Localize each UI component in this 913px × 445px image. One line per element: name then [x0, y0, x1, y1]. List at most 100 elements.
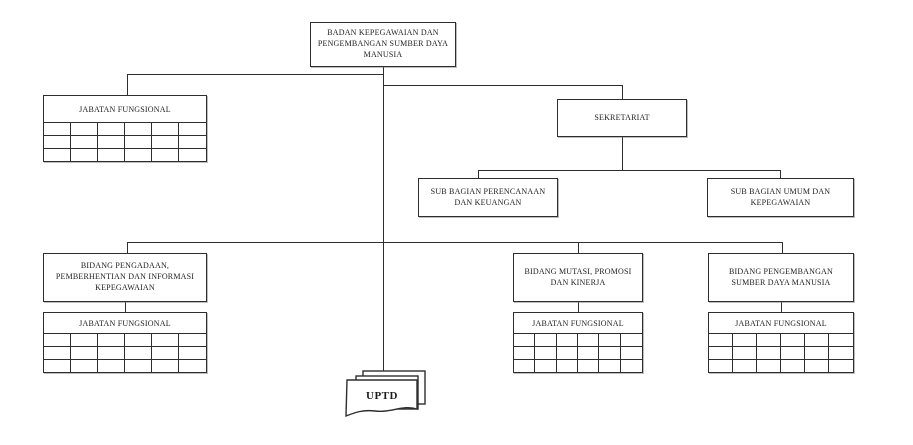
grid-cell [125, 149, 152, 161]
connector-subbagian2-drop [780, 170, 781, 178]
grid-cell [599, 347, 621, 360]
grid-cell [125, 334, 152, 347]
grid-cell [44, 123, 71, 136]
node-label: BIDANG PENGEMBANGAN SUMBER DAYA MANUSIA [728, 266, 834, 287]
grid-cell [71, 360, 98, 372]
grid-cell [781, 360, 805, 372]
connector-bidang-bus [127, 242, 783, 243]
grid-cell [98, 136, 125, 149]
grid-cell [98, 149, 125, 161]
jabatan-grid [514, 334, 642, 372]
jabatan-header: JABATAN FUNGSIONAL [514, 313, 642, 334]
node-bidang-pengadaan: BIDANG PENGADAAN, PEMBERHENTIAN DAN INFO… [43, 253, 207, 302]
connector-bidang3-drop [782, 242, 783, 253]
grid-cell [152, 149, 179, 161]
grid-cell [71, 149, 98, 161]
grid-cell [829, 360, 853, 372]
node-label: SUB BAGIAN PERENCANAAN DAN KEUANGAN [430, 186, 546, 207]
grid-cell [556, 360, 578, 372]
node-sub-bagian-perencanaan: SUB BAGIAN PERENCANAAN DAN KEUANGAN [418, 178, 558, 217]
grid-cell [179, 334, 206, 347]
grid-cell [599, 334, 621, 347]
grid-cell [125, 347, 152, 360]
grid-cell [44, 360, 71, 372]
grid-cell [71, 347, 98, 360]
node-sub-bagian-umum: SUB BAGIAN UMUM DAN KEPEGAWAIAN [707, 178, 854, 217]
grid-cell [805, 334, 829, 347]
node-label: SUB BAGIAN UMUM DAN KEPEGAWAIAN [730, 186, 831, 207]
grid-cell [781, 334, 805, 347]
grid-cell [44, 334, 71, 347]
grid-cell [709, 347, 733, 360]
uptd-label: UPTD [366, 390, 398, 402]
connector-jabatan2-drop [578, 302, 579, 312]
grid-cell [535, 347, 557, 360]
node-label: BADAN KEPEGAWAIAN DAN PENGEMBANGAN SUMBE… [317, 28, 449, 59]
grid-cell [514, 360, 536, 372]
grid-cell [620, 347, 642, 360]
grid-cell [152, 334, 179, 347]
jabatan-grid [44, 334, 206, 372]
grid-cell [578, 360, 600, 372]
grid-cell [179, 149, 206, 161]
node-label: JABATAN FUNGSIONAL [79, 104, 171, 114]
jabatan-header: JABATAN FUNGSIONAL [709, 313, 853, 334]
node-label: BIDANG PENGADAAN, PEMBERHENTIAN DAN INFO… [55, 261, 195, 292]
connector-root-to-sekretariat [383, 85, 622, 86]
grid-cell [599, 360, 621, 372]
connector-root-spine [383, 67, 384, 371]
grid-cell [44, 136, 71, 149]
grid-cell [152, 347, 179, 360]
node-jabatan-fungsional-1: JABATAN FUNGSIONAL [43, 312, 207, 373]
grid-cell [709, 360, 733, 372]
node-jabatan-fungsional-3: JABATAN FUNGSIONAL [708, 312, 854, 373]
connector-jabatan3-drop [781, 302, 782, 312]
grid-cell [514, 334, 536, 347]
connector-jabatan-drop [127, 74, 128, 95]
grid-cell [71, 334, 98, 347]
connector-bidang1-drop [127, 242, 128, 253]
grid-cell [179, 123, 206, 136]
node-sekretariat: SEKRETARIAT [557, 99, 687, 137]
grid-cell [578, 334, 600, 347]
grid-cell [98, 334, 125, 347]
jabatan-header: JABATAN FUNGSIONAL [44, 96, 206, 123]
grid-cell [152, 360, 179, 372]
grid-cell [620, 334, 642, 347]
node-label: SEKRETARIAT [594, 112, 650, 122]
grid-cell [620, 360, 642, 372]
node-bidang-mutasi: BIDANG MUTASI, PROMOSI DAN KINERJA [513, 253, 643, 302]
grid-cell [179, 360, 206, 372]
node-bidang-pengembangan: BIDANG PENGEMBANGAN SUMBER DAYA MANUSIA [708, 253, 854, 302]
connector-subbagian1-drop [478, 170, 479, 178]
grid-cell [152, 123, 179, 136]
node-label: JABATAN FUNGSIONAL [532, 318, 624, 328]
node-jabatan-fungsional-root: JABATAN FUNGSIONAL [43, 95, 207, 162]
grid-cell [125, 136, 152, 149]
connector-subbagian-bus [478, 170, 781, 171]
grid-cell [733, 347, 757, 360]
connector-sekretariat-down [622, 137, 623, 170]
grid-cell [556, 347, 578, 360]
grid-cell [98, 123, 125, 136]
grid-cell [757, 334, 781, 347]
grid-cell [44, 347, 71, 360]
grid-cell [44, 149, 71, 161]
node-label: JABATAN FUNGSIONAL [79, 318, 171, 328]
jabatan-grid [709, 334, 853, 372]
grid-cell [556, 334, 578, 347]
grid-cell [125, 123, 152, 136]
grid-cell [805, 360, 829, 372]
jabatan-grid [44, 123, 206, 161]
grid-cell [179, 347, 206, 360]
node-label: BIDANG MUTASI, PROMOSI DAN KINERJA [524, 266, 632, 287]
grid-cell [733, 360, 757, 372]
grid-cell [829, 347, 853, 360]
grid-cell [578, 347, 600, 360]
grid-cell [757, 360, 781, 372]
connector-root-to-jabatan [127, 74, 384, 75]
grid-cell [535, 360, 557, 372]
grid-cell [535, 334, 557, 347]
grid-cell [125, 360, 152, 372]
